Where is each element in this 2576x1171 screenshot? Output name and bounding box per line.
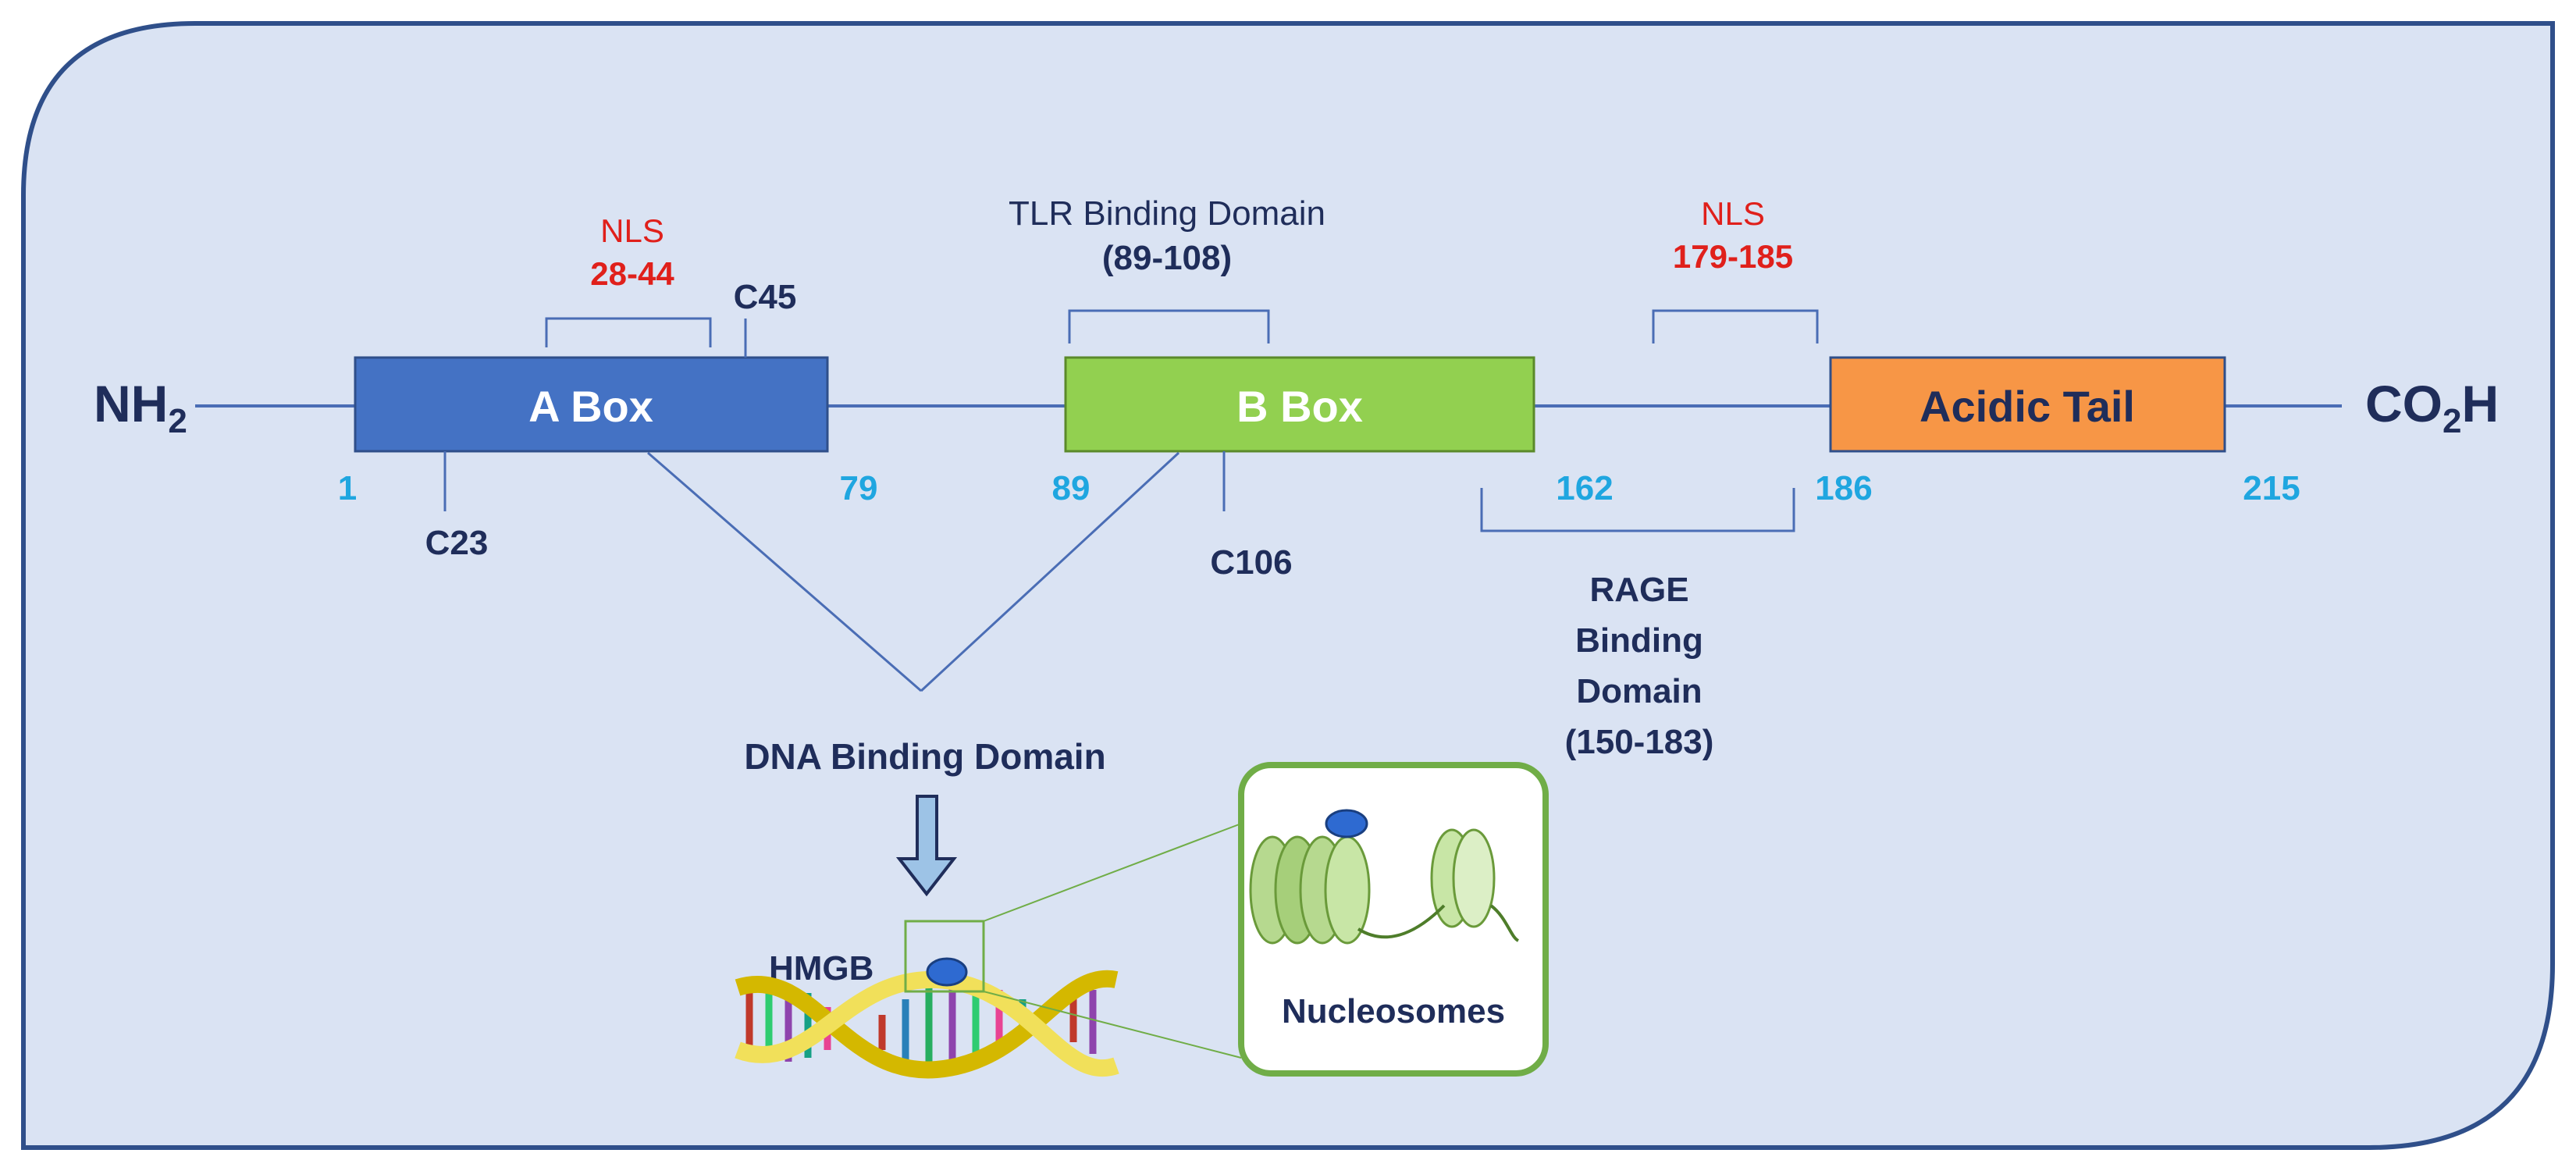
nls-2-title: NLS <box>1701 195 1765 232</box>
diagram-panel <box>21 21 2555 1150</box>
residue-number-162: 162 <box>1556 469 1613 507</box>
dna-helix-icon <box>735 957 1119 1079</box>
zoom-box <box>904 920 985 993</box>
c106-label: C106 <box>1210 543 1292 582</box>
residue-number-89: 89 <box>1052 469 1091 507</box>
dna-binding-connector-left <box>647 451 922 692</box>
dna-binding-label: DNA Binding Domain <box>744 736 1105 777</box>
a-box-domain <box>354 356 829 453</box>
nucleosome-icon <box>1249 809 1520 945</box>
c-terminus-label: CO2H <box>2365 375 2499 440</box>
nucleosomes-label: Nucleosomes <box>1282 992 1505 1030</box>
nls-2-range: 179-185 <box>1673 238 1793 275</box>
residue-number-1: 1 <box>338 469 357 507</box>
nls-1-bracket <box>545 317 712 347</box>
residue-number-79: 79 <box>840 469 878 507</box>
rage-binding-bracket <box>1480 488 1795 532</box>
zoom-line-top <box>983 823 1242 922</box>
b-box-domain <box>1064 356 1535 453</box>
tlr-binding-range: (89-108) <box>1102 239 1232 277</box>
down-arrow-icon <box>895 795 958 897</box>
b-box-label: B Box <box>1236 382 1363 431</box>
acidic-tail-domain <box>1829 356 2226 453</box>
dna-binding-connector-right <box>920 451 1180 692</box>
c23-label: C23 <box>425 524 489 562</box>
rage-binding-line-2: Binding <box>1575 621 1703 660</box>
zoom-line-bottom <box>983 991 1242 1059</box>
nls-2-bracket <box>1652 309 1819 343</box>
rage-binding-line-3: Domain <box>1576 672 1702 710</box>
rage-binding-line-4: (150-183) <box>1565 723 1714 761</box>
residue-number-215: 215 <box>2243 469 2300 507</box>
hmgb-label: HMGB <box>769 949 873 988</box>
a-box-label: A Box <box>528 382 653 431</box>
residue-number-186: 186 <box>1815 469 1872 507</box>
c45-label: C45 <box>734 278 797 316</box>
acidic-tail-label: Acidic Tail <box>1920 382 2135 431</box>
tlr-binding-bracket <box>1068 309 1270 343</box>
n-terminus-label: NH2 <box>94 375 187 440</box>
rage-binding-line-1: RAGE <box>1589 571 1688 609</box>
tlr-binding-title: TLR Binding Domain <box>1009 194 1325 233</box>
nls-1-range: 28-44 <box>590 255 674 292</box>
nls-1-title: NLS <box>600 212 664 249</box>
